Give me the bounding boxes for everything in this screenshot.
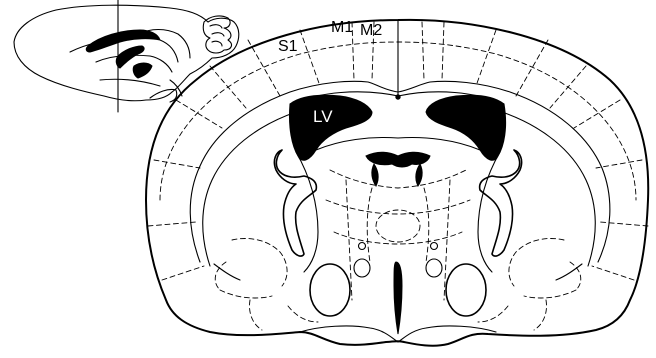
label-m1: M1: [331, 19, 353, 36]
sagittal-inset: [14, 0, 239, 112]
sagittal-ventricle: [86, 30, 160, 52]
left-cerebral-peduncle: [310, 264, 350, 316]
left-lateral-ventricle: [289, 95, 372, 160]
label-s1: S1: [278, 38, 298, 55]
cortex-boundary: [190, 81, 610, 262]
right-cerebral-peduncle: [446, 264, 486, 316]
left-hippocampal-structure: [274, 150, 316, 256]
label-lv: LV: [313, 107, 333, 126]
coronal-section: [146, 20, 648, 346]
label-m2: M2: [360, 22, 382, 39]
ventral-midline-slit: [394, 262, 402, 334]
right-lateral-ventricle: [426, 95, 506, 160]
right-hippocampal-structure: [480, 150, 522, 256]
